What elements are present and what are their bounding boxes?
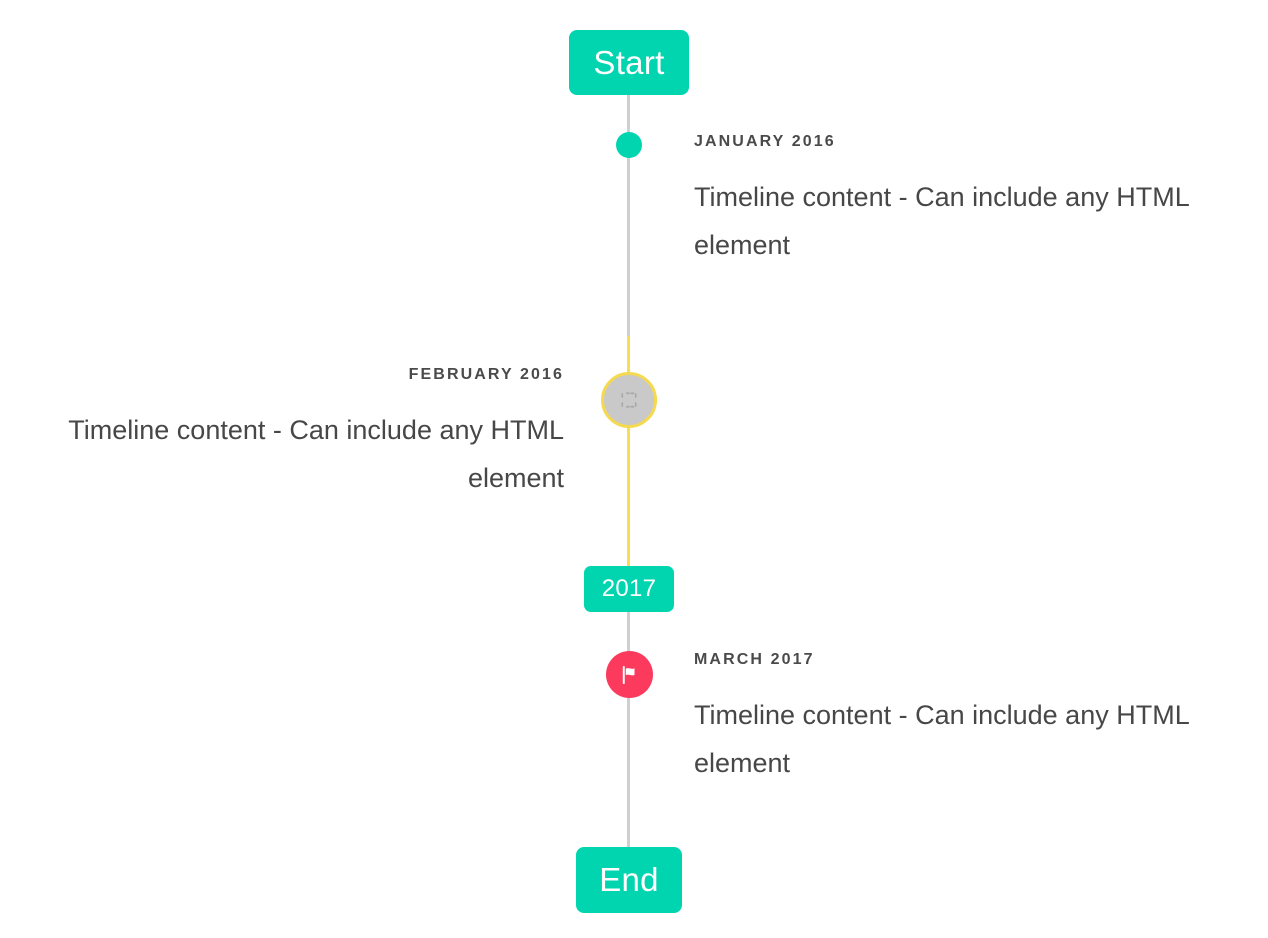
timeline-year-badge[interactable]: 2017 <box>584 566 674 612</box>
timeline-entry-body: Timeline content - Can include any HTML … <box>694 700 1189 778</box>
timeline-entry-date: JANUARY 2016 <box>694 133 836 150</box>
timeline-start-badge[interactable]: Start <box>569 30 689 95</box>
timeline-entry-body: Timeline content - Can include any HTML … <box>68 415 564 493</box>
timeline-entry-body: Timeline content - Can include any HTML … <box>694 182 1189 260</box>
timeline-marker-flag-march[interactable] <box>606 651 653 698</box>
broken-image-icon <box>621 392 637 408</box>
flag-icon <box>622 665 634 684</box>
timeline-entry-march: MARCH 2017 Timeline content - Can includ… <box>694 651 1224 787</box>
timeline-entry-february: FEBRUARY 2016 Timeline content - Can inc… <box>34 366 564 502</box>
timeline-marker-ring-february[interactable] <box>601 372 657 428</box>
timeline-entry-january: JANUARY 2016 Timeline content - Can incl… <box>694 133 1224 269</box>
timeline-entry-date: FEBRUARY 2016 <box>408 366 564 383</box>
timeline-axis-segment-highlight <box>627 336 630 569</box>
timeline-entry-date: MARCH 2017 <box>694 651 815 668</box>
timeline-axis-segment-bottom <box>627 612 630 848</box>
timeline-axis-segment-top <box>627 94 630 336</box>
timeline-end-badge[interactable]: End <box>576 847 682 913</box>
timeline-marker-dot-january[interactable] <box>616 132 642 158</box>
